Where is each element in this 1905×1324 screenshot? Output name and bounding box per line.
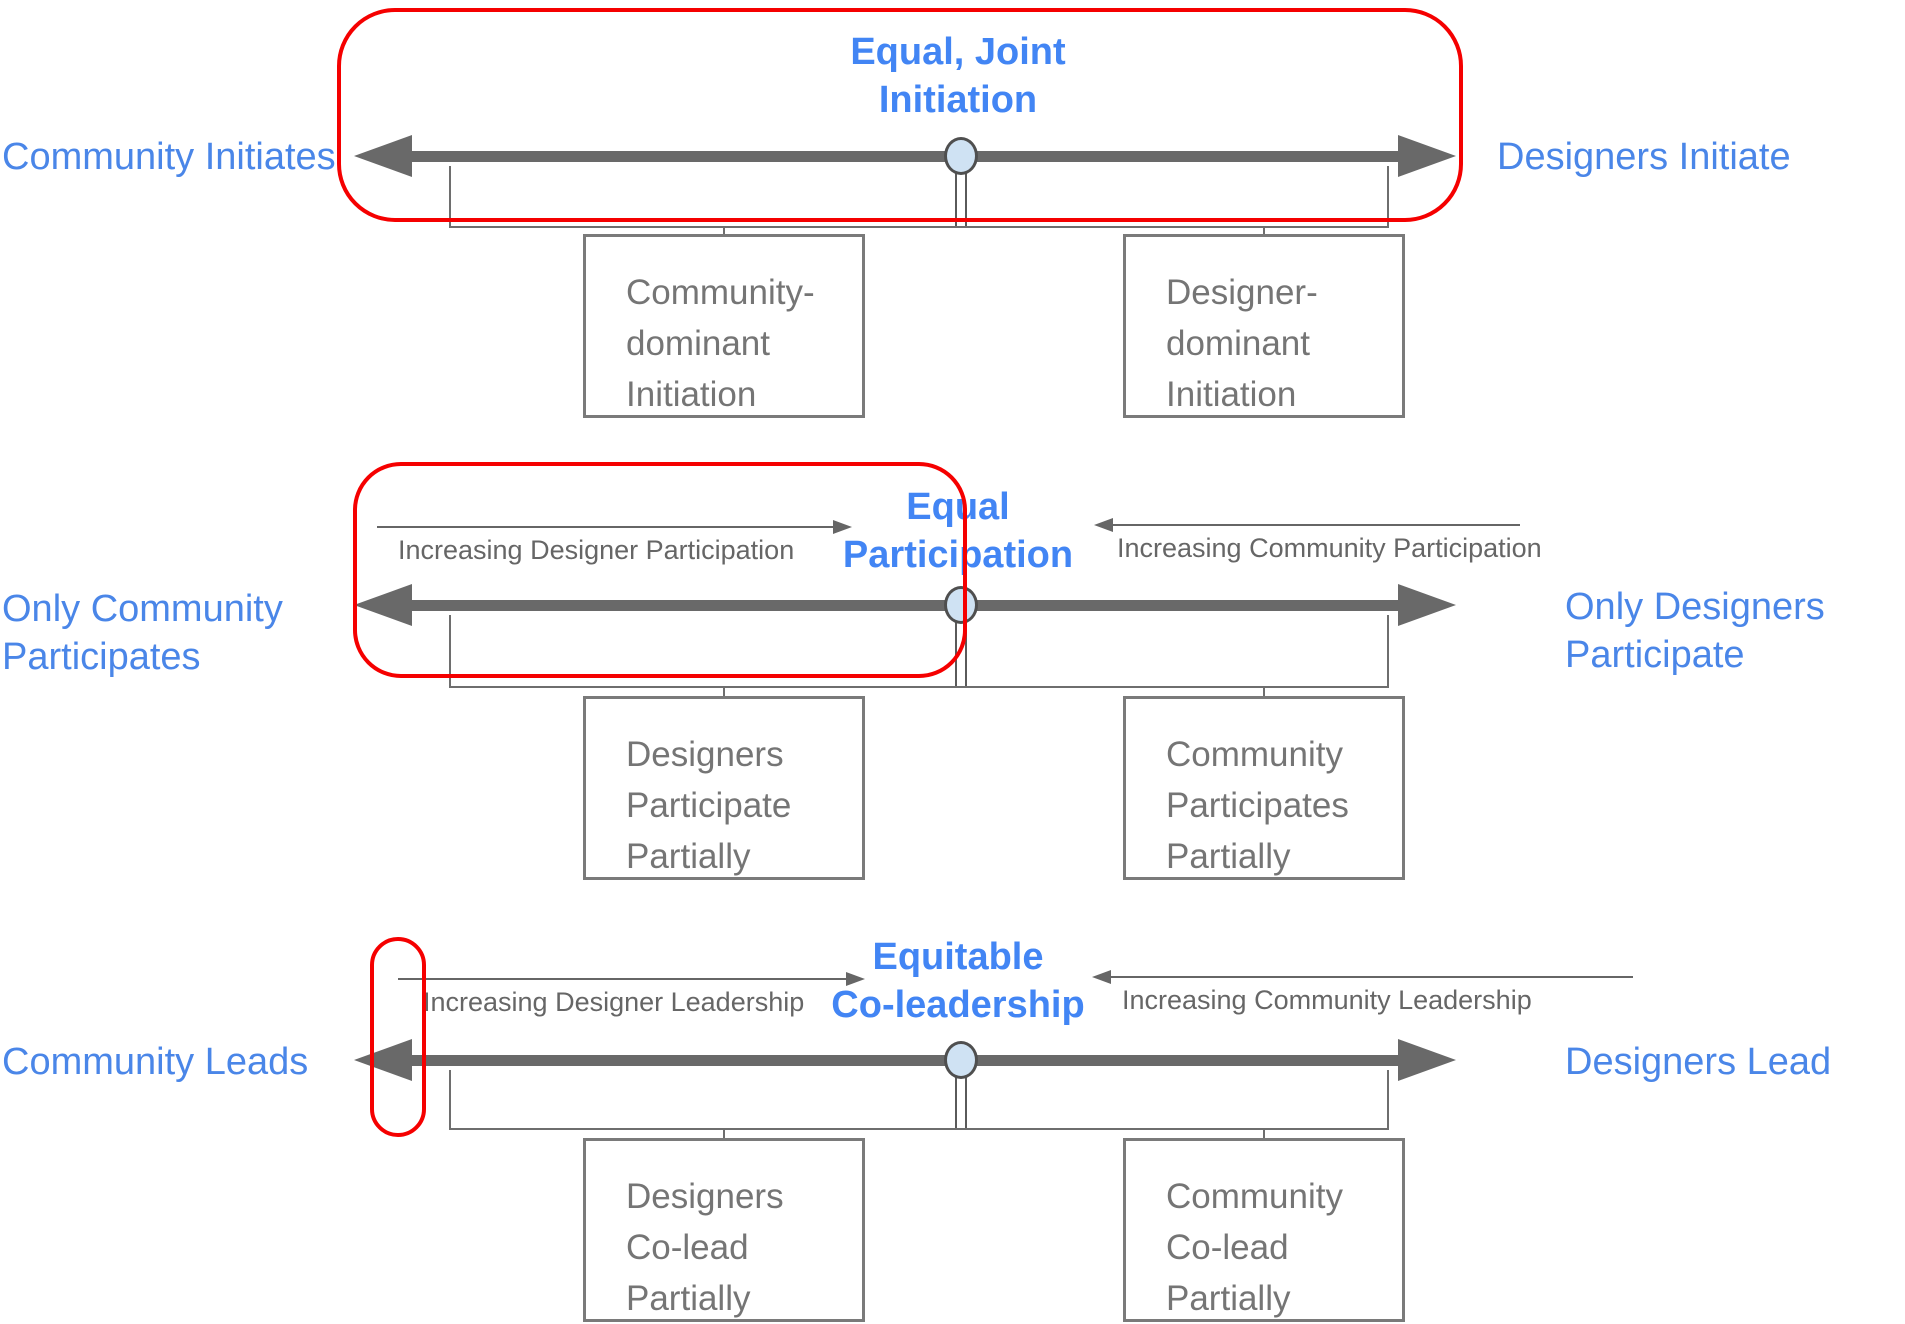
row3-box2-connector — [1263, 1130, 1265, 1138]
row3-right-tick — [1387, 1070, 1389, 1130]
row3-increasing-designer-label: Increasing Designer Leadership — [423, 987, 805, 1017]
row3-left-tick — [449, 1070, 451, 1130]
row3-box1-connector — [723, 1130, 725, 1138]
row1-arrow-left-head — [354, 135, 412, 177]
row2-left-box: Designers Participate Partially — [583, 696, 865, 880]
row2-increasing-designer-arrowhead-icon — [833, 520, 852, 534]
row2-marker-stick — [955, 617, 967, 686]
row1-right-tick — [1387, 166, 1389, 228]
row1-bracket-line — [449, 226, 1389, 228]
row2-increasing-community-line — [1112, 524, 1520, 526]
row1-box1-connector — [723, 228, 725, 236]
row2-box2-connector — [1263, 688, 1265, 696]
row3-right-box: Community Co-lead Partially — [1123, 1138, 1405, 1322]
row2-midpoint-marker — [944, 586, 978, 624]
row1-right-box: Designer- dominant Initiation — [1123, 234, 1405, 418]
row1-left-label: Community Initiates — [2, 136, 336, 178]
row2-bracket-line — [449, 686, 1389, 688]
row3-bracket-line — [449, 1128, 1389, 1130]
row3-midpoint-marker — [944, 1041, 978, 1079]
row3-increasing-community-label: Increasing Community Leadership — [1122, 985, 1532, 1015]
row3-increasing-community-line — [1110, 976, 1633, 978]
row3-increasing-designer-line — [398, 978, 848, 980]
row3-center-title: Equitable Co-leadership — [831, 936, 1085, 1026]
row3-red-highlight — [370, 937, 426, 1137]
row3-axis-arrow — [404, 1055, 1404, 1066]
row2-right-box: Community Participates Partially — [1123, 696, 1405, 880]
row3-right-label: Designers Lead — [1565, 1041, 1832, 1083]
row2-box1-connector — [723, 688, 725, 696]
row2-arrow-left-head — [354, 584, 412, 626]
row3-marker-stick — [955, 1072, 967, 1128]
row2-right-label: Only Designers Participate — [1565, 586, 1825, 676]
row2-center-title: Equal Participation — [842, 486, 1074, 576]
row3-increasing-designer-arrowhead-icon — [846, 972, 865, 986]
row2-left-label: Only Community Participates — [2, 588, 283, 678]
row2-increasing-designer-label: Increasing Designer Participation — [398, 535, 795, 565]
row1-left-box: Community- dominant Initiation — [583, 234, 865, 418]
row3-arrow-right-head — [1398, 1039, 1456, 1081]
row2-right-tick — [1387, 615, 1389, 688]
row1-center-title: Equal, Joint Initiation — [850, 31, 1066, 121]
row2-axis-arrow — [404, 600, 1404, 611]
row3-arrow-left-head — [354, 1039, 412, 1081]
row3-increasing-community-arrowhead-icon — [1092, 970, 1111, 984]
row1-right-label: Designers Initiate — [1497, 136, 1791, 178]
row2-increasing-community-arrowhead-icon — [1094, 518, 1113, 532]
row3-left-box: Designers Co-lead Partially — [583, 1138, 865, 1322]
row1-box2-connector — [1263, 228, 1265, 236]
row2-increasing-designer-line — [377, 526, 835, 528]
row1-arrow-right-head — [1398, 135, 1456, 177]
row2-arrow-right-head — [1398, 584, 1456, 626]
row2-increasing-community-label: Increasing Community Participation — [1117, 533, 1542, 563]
row1-axis-arrow — [404, 151, 1404, 162]
row2-left-tick — [449, 615, 451, 688]
row3-left-label: Community Leads — [2, 1041, 309, 1083]
row1-midpoint-marker — [944, 137, 978, 175]
row1-marker-stick — [955, 168, 967, 226]
row1-left-tick — [449, 166, 451, 228]
